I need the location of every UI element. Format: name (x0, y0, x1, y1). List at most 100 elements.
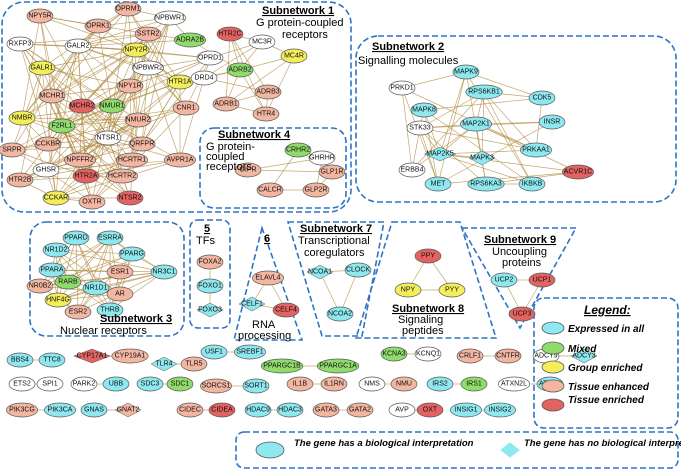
node-mapk8: MAPK8 (410, 102, 438, 118)
subnetwork-9-heading: Subnetwork 9 (484, 234, 556, 246)
node-label-adra2b: ADRA2B (176, 37, 204, 44)
edge-F2RL1-CCKAR (55, 125, 63, 199)
node-shape-gnas (80, 402, 108, 418)
node-shape-ghsr (32, 162, 60, 178)
edges-layer (11, 8, 584, 411)
node-shape-foxa2 (196, 254, 224, 270)
node-label-cyp17a1: CYP17A1 (77, 353, 108, 360)
node-avp: AVP (388, 402, 416, 418)
node-shape-avpr1a (164, 152, 196, 168)
node-label-sorcs1: SORCS1 (202, 383, 231, 390)
node-shape-mc4r (280, 48, 308, 64)
node-shape-kcnq1 (414, 346, 442, 362)
edge-NPY5R-MCHR1 (39, 15, 53, 97)
node-label-foxo3: FOXO3 (198, 307, 222, 314)
node-label-prkd1: PRKD1 (390, 85, 413, 92)
subnetwork-7-line-1: Transcriptional (298, 235, 370, 247)
node-cyp19a1: CYP19A1 (111, 348, 149, 364)
node-ppard: PPARD (62, 230, 90, 246)
node-shape-pik3cg (6, 402, 38, 418)
node-il1b: IL1B (286, 376, 314, 392)
node-ppara: PPARA (38, 262, 66, 278)
node-label-esr2: ESR2 (69, 309, 87, 316)
node-label-mc3r: MC3R (252, 39, 272, 46)
node-shape-drd4 (190, 70, 218, 86)
node-label-cntfr: CNTFR (496, 353, 520, 360)
node-shape-npy1r (116, 78, 144, 94)
node-mapk9: MAPK9 (452, 64, 480, 80)
node-shape-sorcs1 (200, 378, 232, 394)
node-esrra: ESRRA (96, 230, 124, 246)
subnetwork-9-line-1: Uncoupling (492, 246, 547, 258)
node-shape-nr1d1 (82, 280, 110, 296)
subnetwork-1-heading: Subnetwork 1 (262, 5, 334, 17)
node-rps6kb1: RPS6KB1 (465, 84, 503, 100)
node-shape-htr2a (72, 168, 100, 184)
node-npbwr1: NPBWR1 (154, 10, 186, 26)
node-shape-hnf4g (44, 292, 72, 308)
node-label-crhr2: CRHR2 (286, 147, 310, 154)
node-label-npy5r: NPY5R (28, 13, 51, 20)
edge-NPY5R-NTSR1 (39, 15, 109, 139)
node-shape-npy5r (26, 8, 54, 24)
legend-label-enhanced: Tissue enhanced (568, 382, 650, 393)
node-ucp1: UCP1 (528, 272, 556, 288)
node-shape-htr2b (6, 172, 34, 188)
edge-GALR1-SRPR (11, 67, 43, 151)
node-label-npy1r: NPY1R (118, 83, 141, 90)
node-adrb2: ADRB2 (226, 62, 254, 78)
node-shape-acvr1c (562, 164, 594, 180)
node-label-ppy: PPY (421, 253, 435, 260)
node-label-spi1: SPI1 (42, 381, 57, 388)
node-npffr2: NPFFR2 (64, 152, 96, 168)
node-shape-crlf1 (456, 348, 484, 364)
node-shape-ets2 (8, 376, 36, 392)
edge-INSR-MET (437, 121, 553, 185)
node-shape-nmu (390, 376, 418, 392)
node-gnat2: GNAT2 (114, 402, 142, 418)
node-shape-esrra (96, 230, 124, 246)
node-label-nr1d2: NR1D2 (45, 247, 68, 254)
edge-OPRM1-NMUR2 (127, 8, 139, 121)
node-label-pik3ca: PIK3CA (48, 407, 73, 414)
node-shape-ttc8 (38, 352, 66, 368)
node-sdc3: SDC3 (136, 376, 164, 392)
node-shape-galr1 (28, 60, 56, 76)
node-adrb3: ADRB3 (254, 84, 282, 100)
edge-HTR2C-ADRB3 (229, 33, 269, 93)
node-srpr: SRPR (0, 142, 26, 158)
subnetwork-2-title: Subnetwork 2 Signalling molecules (358, 41, 459, 67)
node-label-npy2r: NPY2R (124, 47, 147, 54)
node-avpr1a: AVPR1A (164, 152, 196, 168)
node-label-cidea: CIDEA (211, 407, 233, 414)
edge-MCHR2-QRFPR (81, 105, 143, 145)
node-bbs4: BBS4 (6, 352, 34, 368)
node-shape-esr2 (64, 304, 92, 320)
node-shape-glp1r (318, 164, 346, 180)
edge-NPY2R-GALR1 (41, 49, 137, 69)
node-label-nmbr: NMBR (12, 115, 33, 122)
node-shape-oxt (416, 402, 444, 418)
node-shape-nmur2 (124, 112, 152, 128)
node-label-ncoa1: NCOA1 (308, 269, 332, 276)
node-shape-insr (538, 114, 566, 130)
node-label-adrb1: ADRB1 (214, 101, 237, 108)
node-label-sdc3: SDC3 (141, 381, 160, 388)
node-celf1: CELF1 (238, 296, 266, 312)
node-ghsr: GHSR (32, 162, 60, 178)
node-pik3cg: PIK3CG (6, 402, 38, 418)
node-nms: NMS (358, 376, 386, 392)
node-shape-ucp1 (528, 272, 556, 288)
node-shape-map2k1 (460, 116, 492, 132)
subnetwork-2-heading: Subnetwork 2 (372, 41, 444, 53)
node-shape-celf1 (238, 296, 266, 312)
edge-NR3C1-HNF4G (57, 271, 165, 301)
node-irs2: IRS2 (426, 376, 454, 392)
node-label-gata3: GATA3 (315, 407, 337, 414)
node-shape-ncoa2 (326, 306, 354, 322)
edge-PPARD-THRB (75, 237, 111, 311)
legend-label-mixed: Mixed (568, 344, 597, 355)
node-usf1: USF1 (200, 344, 228, 360)
edge-OPRK1-NMUR1 (97, 25, 113, 107)
shape-legend: The gene has a biological interpretation… (255, 438, 681, 459)
